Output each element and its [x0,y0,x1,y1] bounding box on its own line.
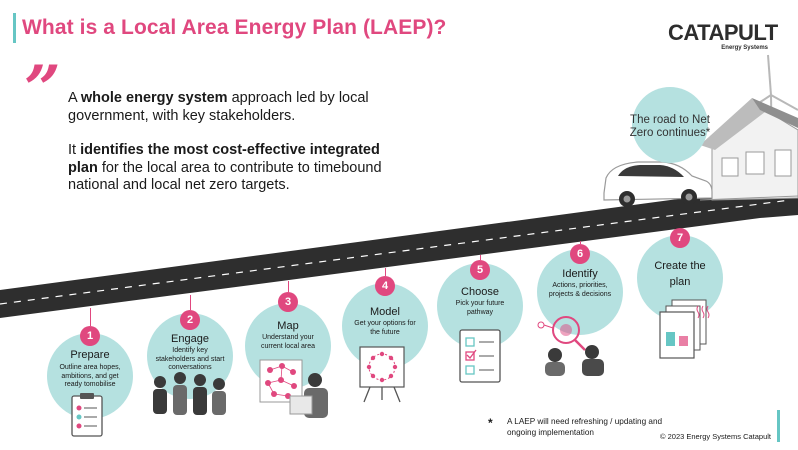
step-title: Choose [461,286,499,298]
quote-mark-icon: ” [24,52,61,127]
copyright: © 2023 Energy Systems Catapult [660,432,771,441]
step-number-badge: 3 [278,292,298,312]
intro-paragraph-1: A whole energy system approach led by lo… [68,90,369,124]
step-connector [288,281,289,292]
catapult-logo: CATAPULT Energy Systems [668,22,780,58]
intro-paragraph-2: It identifies the most cost-effective in… [68,142,382,193]
electric-car-icon [603,161,713,207]
step-number-badge: 5 [470,260,490,280]
step-connector [385,268,386,276]
step-connector [480,255,481,260]
step-description: Outline area hopes, ambitions, and get r… [59,364,121,388]
step-title: Engage [171,333,209,345]
logo-subtitle: Energy Systems [721,45,768,51]
step-description: Actions, priorities, projects & decision… [548,282,612,298]
logo-wordmark: CATAPULT [668,20,778,45]
step-description: Identify key stakeholders and start conv… [155,347,225,371]
step-title: Identify [562,268,598,280]
footnote-text: A LAEP will need refreshing / updating a… [507,417,663,437]
house-icon [699,98,798,201]
road-note-text: The road to Net Zero continues* [629,114,711,139]
step-description: Pick your future pathway [455,300,505,316]
footnote-marker: * [488,416,493,430]
step-title: Create the plan [654,260,706,288]
title-accent-bar [13,13,16,43]
step-number-badge: 2 [180,310,200,330]
road-note-bubble [632,87,708,163]
step-description: Get your options for the future [354,320,416,336]
step-number-badge: 4 [375,276,395,296]
step-description: Understand your current local area [260,334,316,350]
step-number-badge: 1 [80,326,100,346]
step-title: Prepare [70,349,110,361]
step-number-badge: 7 [670,228,690,248]
road [0,185,798,318]
step-title: Model [370,306,400,318]
step-connector [580,241,581,244]
step-connector [190,295,191,310]
intro-text: A whole energy system approach led by lo… [68,90,398,212]
step-title: Map [277,320,299,332]
corner-accent-bar [777,410,780,442]
step-connector [90,308,91,326]
page-title: What is a Local Area Energy Plan (LAEP)? [22,16,447,39]
step-number-badge: 6 [570,244,590,264]
